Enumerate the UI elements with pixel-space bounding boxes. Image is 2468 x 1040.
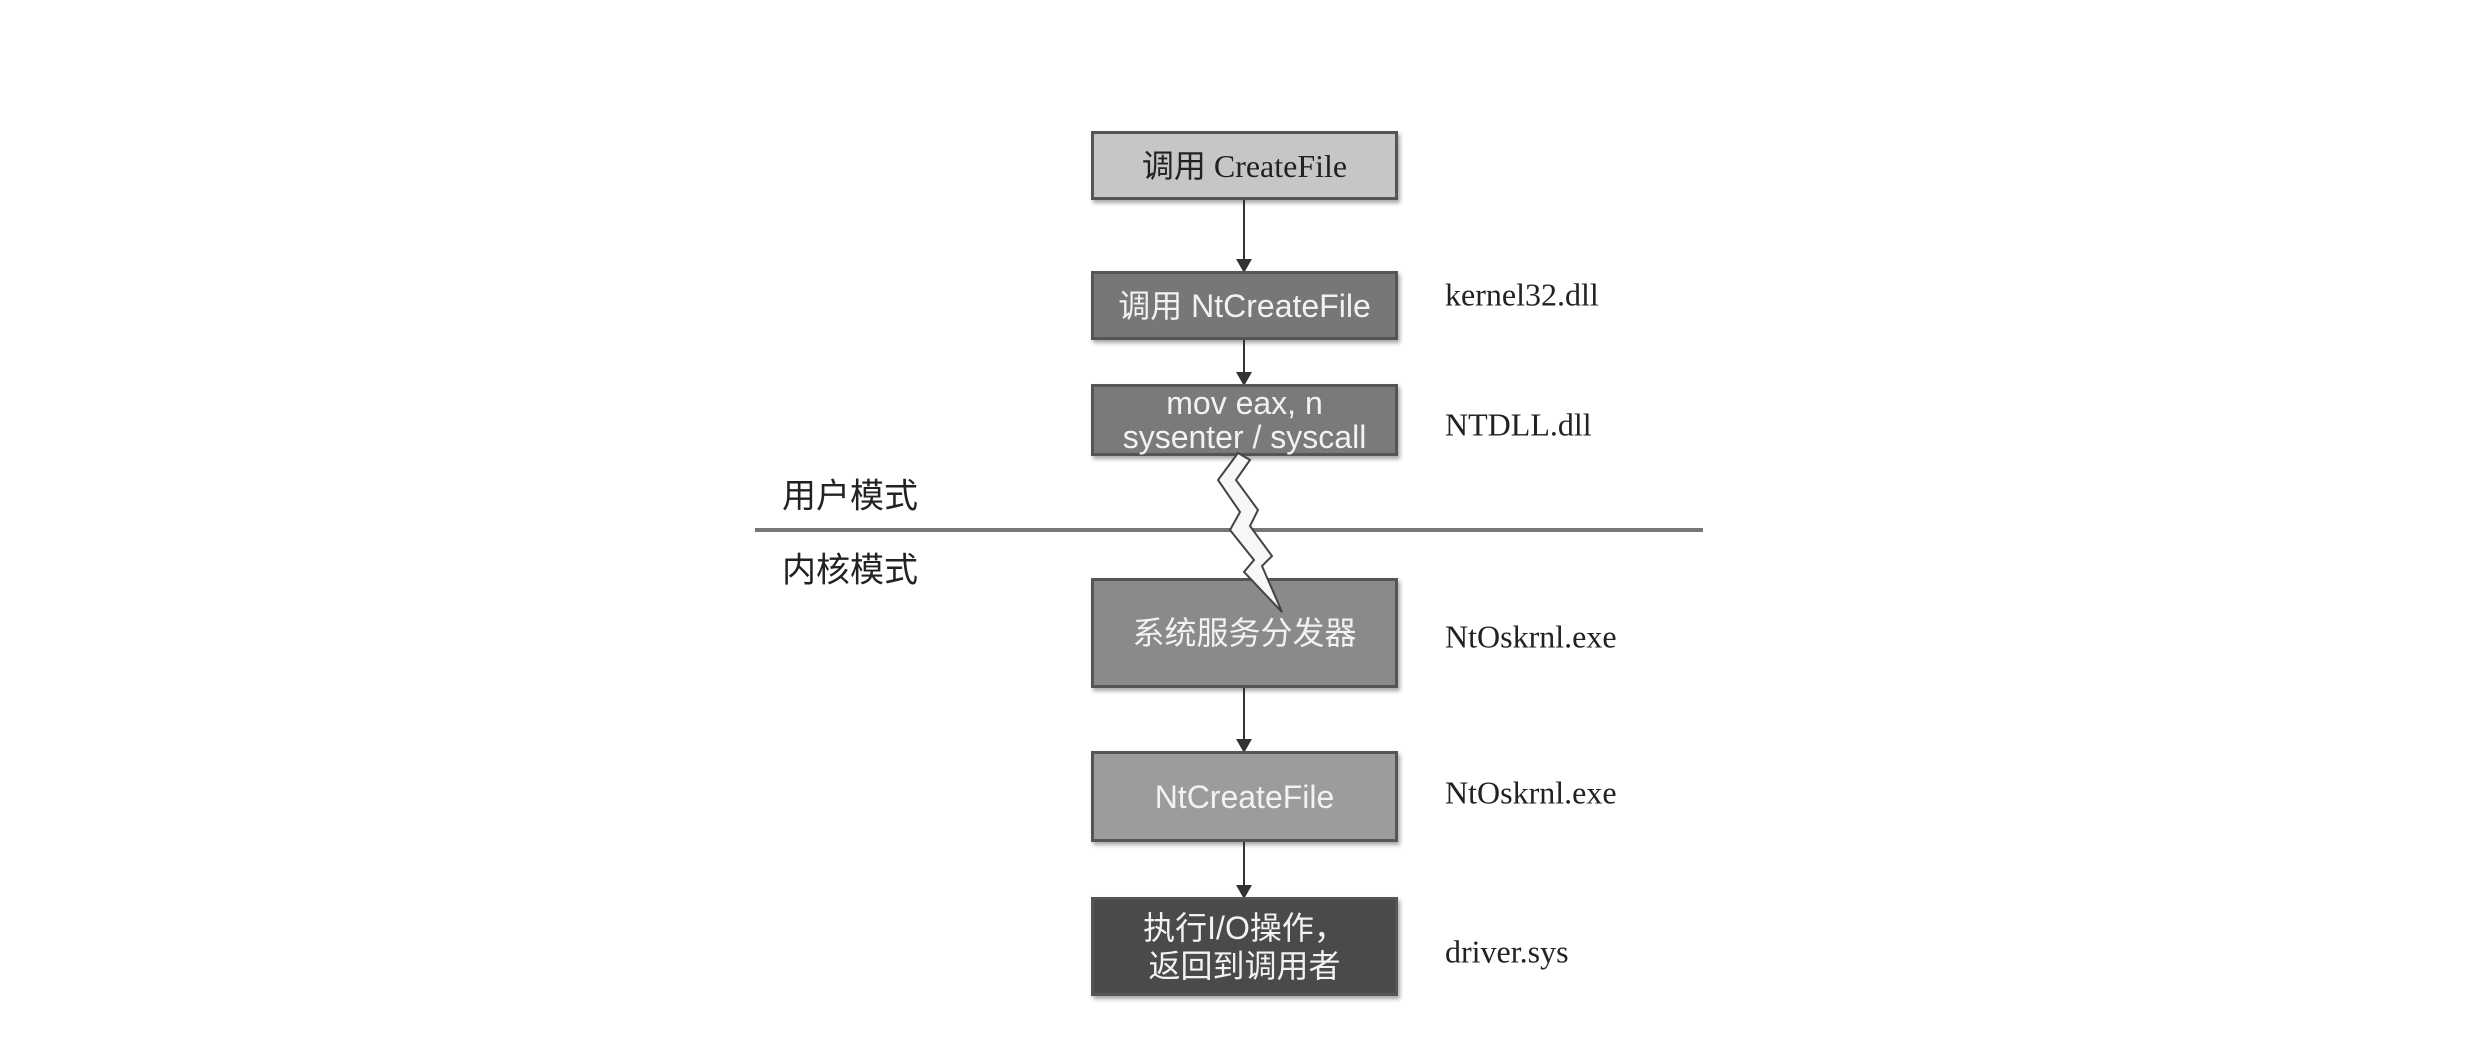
step-sysenter: mov eax, n sysenter / syscall: [1091, 384, 1398, 456]
module-label: NtOskrnl.exe: [1445, 774, 1617, 811]
step-text-line2: 返回到调用者: [1148, 947, 1341, 984]
step-call-ntcreatefile: 调用 NtCreateFile: [1091, 271, 1398, 340]
module-label: driver.sys: [1445, 933, 1569, 970]
step-text-line2: sysenter / syscall: [1122, 419, 1367, 455]
step-text: 调用 CreateFile: [1141, 147, 1348, 184]
step-perform-io: 执行I/O操作， 返回到调用者: [1091, 897, 1398, 996]
module-label: NTDLL.dll: [1445, 406, 1592, 443]
module-label: NtOskrnl.exe: [1445, 618, 1617, 655]
step-dispatcher: 系统服务分发器: [1091, 578, 1398, 688]
arrow-down: [1236, 842, 1252, 899]
arrow-down: [1236, 340, 1252, 386]
step-text: 系统服务分发器: [1132, 615, 1357, 651]
kernel-mode-label: 内核模式: [782, 552, 918, 590]
arrow-down: [1236, 688, 1252, 753]
step-text: 调用 NtCreateFile: [1118, 287, 1371, 324]
step-call-createfile: 调用 CreateFile: [1091, 131, 1398, 200]
module-label: kernel32.dll: [1445, 276, 1599, 313]
step-ntcreatefile-kernel: NtCreateFile: [1091, 751, 1398, 842]
step-text-line1: 执行I/O操作，: [1143, 909, 1346, 946]
step-text-line1: mov eax, n: [1166, 385, 1323, 421]
step-text: NtCreateFile: [1154, 778, 1335, 815]
arrow-down: [1236, 200, 1252, 273]
user-mode-label: 用户模式: [782, 478, 918, 516]
